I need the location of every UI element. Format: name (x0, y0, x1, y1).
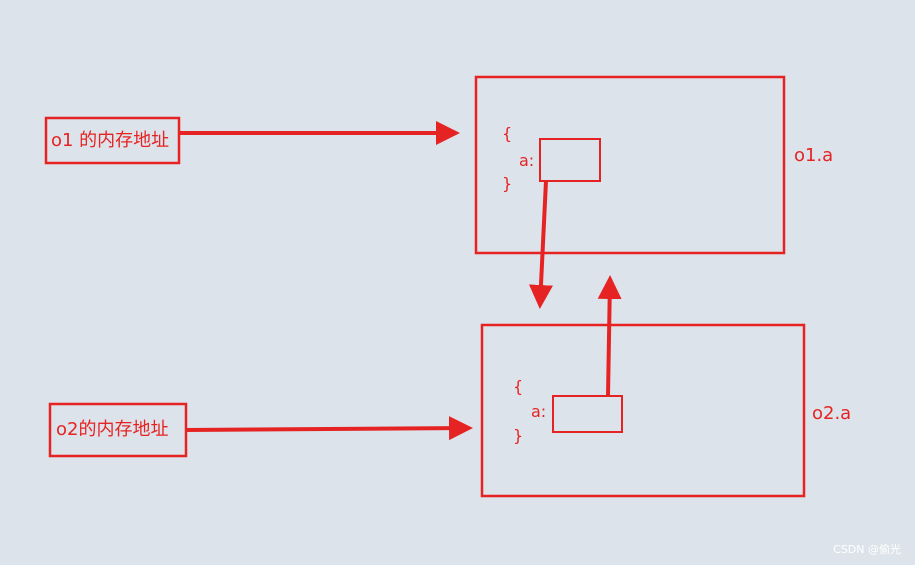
o1-close-brace: } (502, 174, 513, 193)
o2-field-a-box (552, 395, 623, 433)
o1-a-to-o2-arrow (528, 180, 553, 309)
o2-close-brace: } (513, 426, 524, 445)
o2-a-to-o1-arrow (597, 275, 622, 397)
o1-open-brace: { (502, 124, 513, 143)
o1-address-box (44, 116, 181, 165)
o1-field-a-box (539, 138, 601, 182)
o2-open-brace: { (513, 377, 524, 396)
o2-object-box (480, 323, 806, 498)
o1-object-name: o1.a (794, 145, 834, 166)
o1-object-box (474, 75, 786, 255)
o1-address-label: o1 的内存地址 (51, 130, 170, 151)
o2-object-name: o2.a (812, 403, 852, 424)
o2-address-arrow (185, 416, 473, 441)
o1-field-a-label: a: (519, 151, 535, 170)
o2-field-a-label: a: (531, 402, 547, 421)
watermark: CSDN @偷光 (833, 543, 901, 556)
o2-address-label: o2的内存地址 (56, 419, 169, 440)
